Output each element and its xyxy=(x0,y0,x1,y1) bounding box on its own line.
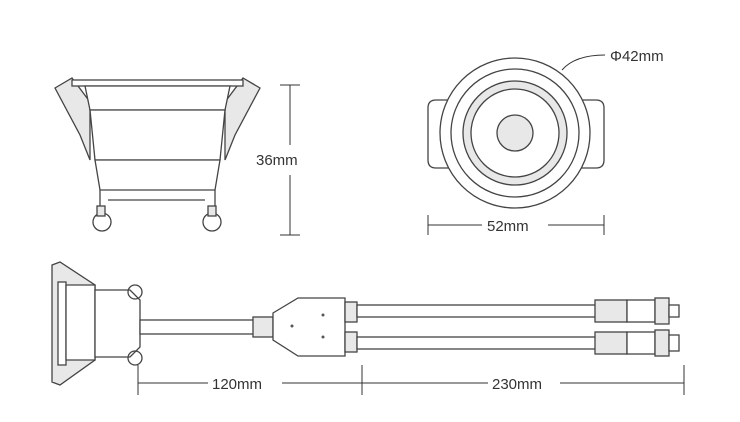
height-label: 36mm xyxy=(256,152,298,169)
cable-dimensions: 120mm 230mm xyxy=(137,365,685,395)
side-view xyxy=(54,77,261,232)
diameter-label: Φ42mm xyxy=(610,48,664,65)
width-dimension: 52mm xyxy=(427,215,605,235)
height-dimension: 36mm xyxy=(256,84,300,236)
front-view: Φ42mm xyxy=(427,48,664,209)
cable-split-length-label: 230mm xyxy=(492,376,542,393)
width-label: 52mm xyxy=(487,218,529,235)
cable-main-length-label: 120mm xyxy=(212,376,262,393)
lamp-with-cable xyxy=(51,261,680,386)
